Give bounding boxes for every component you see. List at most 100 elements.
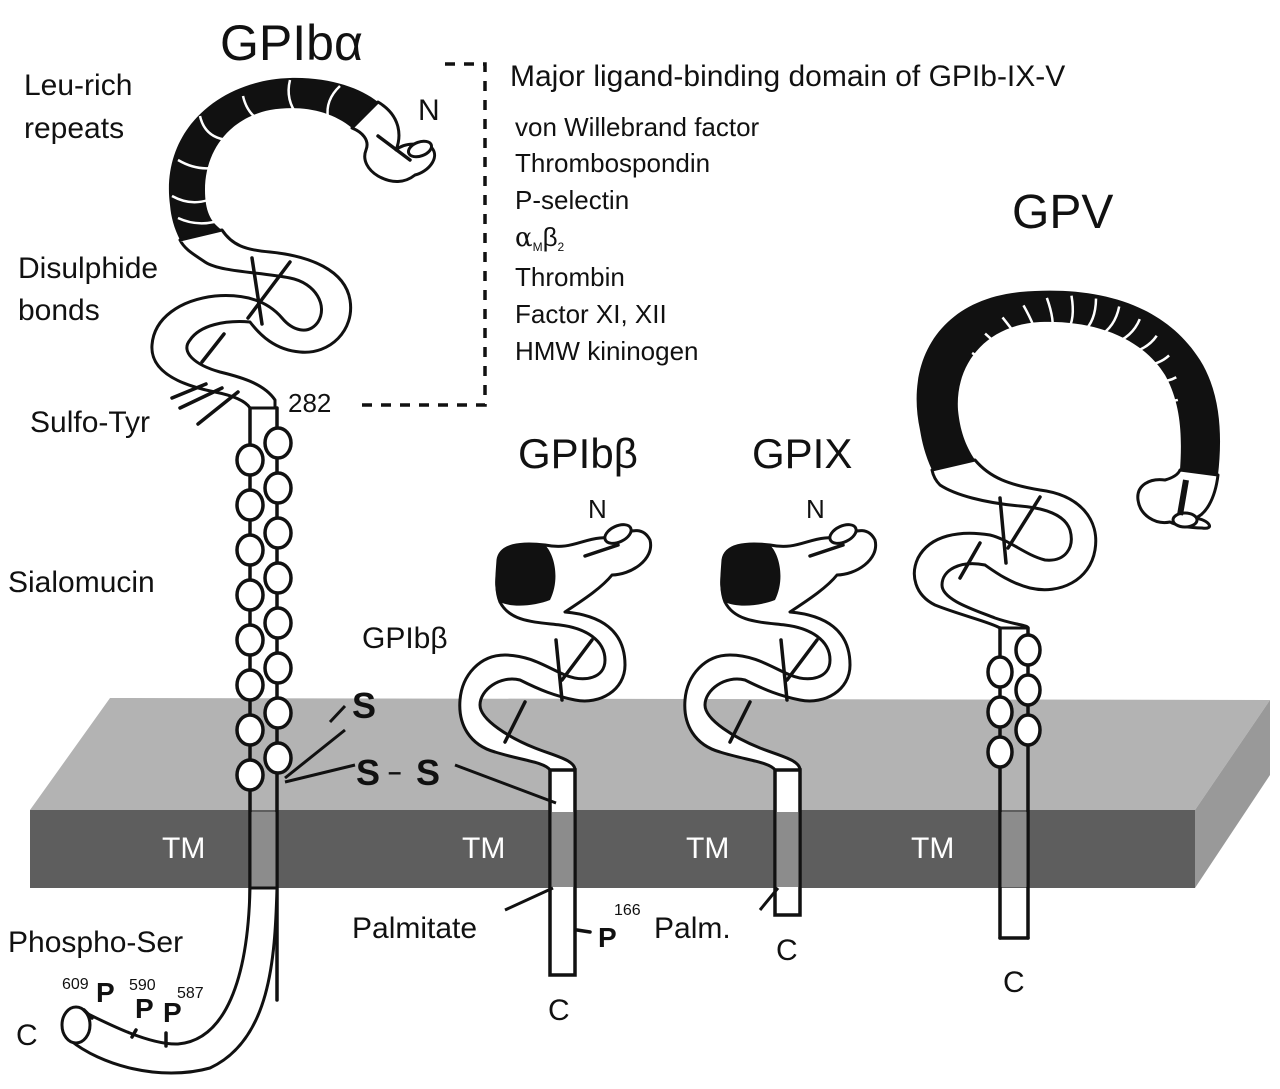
- gpix: [683, 523, 878, 917]
- sialomucin-bead: [235, 443, 265, 477]
- mucin-bead: [986, 735, 1014, 769]
- disulphide-s-s-left: S: [356, 752, 380, 793]
- sialomucin-bead: [235, 488, 265, 522]
- membrane: [30, 698, 1270, 888]
- gpib-beta-phospho-p: P: [598, 922, 617, 953]
- sialomucin-bead: [235, 758, 265, 792]
- gpib-alpha-title: GPIbα: [220, 15, 363, 71]
- phospho-site-609-p: P: [96, 977, 115, 1008]
- leu-rich-repeat-line: [984, 332, 1014, 359]
- sialomucin-bead: [263, 516, 293, 550]
- mucin-bead: [1014, 633, 1042, 667]
- gpib-beta-tm-segment: [551, 812, 574, 887]
- gpv-title: GPV: [1012, 186, 1113, 239]
- gpv-leu-rich-repeats: [916, 290, 1221, 475]
- sialomucin-bead: [235, 533, 265, 567]
- disulphide-label-line2: bonds: [18, 294, 100, 327]
- sialomucin-bead: [235, 623, 265, 657]
- phospho-ser-label: Phospho-Ser: [8, 926, 183, 959]
- gpib-beta-n-label: N: [588, 494, 607, 524]
- leu-rich-repeat-line: [1001, 316, 1025, 348]
- leu-rich-repeat-line: [1139, 393, 1179, 403]
- ligand-item: HMW kininogen: [515, 336, 699, 366]
- phospho-site-590-residue: 590: [129, 977, 156, 994]
- integrin-alpha-sub: M: [533, 240, 543, 254]
- gpib-alpha-leu-rich-repeats: [168, 77, 378, 241]
- integrin-alpha: α: [515, 223, 533, 253]
- gpib-alpha-sialomucin-beads: [235, 426, 293, 792]
- palmitate-label: Palmitate: [352, 912, 477, 945]
- sialomucin-label: Sialomucin: [8, 566, 155, 599]
- sialomucin-bead: [263, 426, 293, 460]
- phospho-site-609-residue: 609: [62, 976, 89, 993]
- residue-282-label: 282: [288, 388, 331, 418]
- gpib-beta: [458, 523, 653, 977]
- leu-rich-label-line1: Leu-rich: [24, 69, 132, 102]
- disulphide-s-s-dash: –: [388, 759, 401, 786]
- integrin-beta-sub: 2: [558, 240, 565, 254]
- sialomucin-bead: [235, 668, 265, 702]
- sialomucin-bead: [235, 578, 265, 612]
- leu-rich-repeat-line: [1066, 295, 1075, 332]
- ligand-item-integrin: αMβ2: [515, 222, 565, 254]
- gpix-c-label: C: [776, 934, 798, 967]
- gpib-beta-tm-label: TM: [462, 832, 505, 865]
- membrane-top-face: [30, 698, 1270, 810]
- gpv-repeat-lines: [963, 295, 1179, 403]
- disulphide-s-s-right: S: [416, 752, 440, 793]
- sulfo-tyr-label: Sulfo-Tyr: [30, 406, 150, 439]
- gpib-alpha-n-label: N: [418, 94, 440, 127]
- palm-short-label: Palm.: [654, 912, 731, 945]
- connector-lines: [284, 704, 780, 912]
- ligand-item: P-selectin: [515, 185, 629, 215]
- sialomucin-bead: [263, 696, 293, 730]
- phospho-site-587-p: P: [163, 997, 182, 1028]
- ligand-item: Factor XI, XII: [515, 299, 667, 329]
- leu-rich-repeat-line: [1098, 306, 1121, 338]
- leu-rich-repeat-line: [1137, 376, 1177, 384]
- gpib-beta-phospho-residue: 166: [614, 902, 641, 919]
- gpv-tm-segment: [1001, 812, 1027, 887]
- mucin-bead: [1014, 673, 1042, 707]
- gpib-alpha-tm-segment: [251, 812, 276, 887]
- phospho-site-587-residue: 587: [177, 985, 204, 1002]
- gpib-alpha-repeat-lines: [171, 79, 341, 225]
- ligand-box-heading: Major ligand-binding domain of GPIb-IX-V: [510, 60, 1065, 93]
- gpib-alpha-c-label: C: [16, 1019, 38, 1052]
- sialomucin-bead: [263, 741, 293, 775]
- gpix-tm-segment: [776, 812, 799, 887]
- disulphide-s-label: S: [352, 685, 376, 726]
- mucin-bead: [1014, 713, 1042, 747]
- phospho-site-590-p: P: [135, 993, 154, 1024]
- sialomucin-bead: [263, 561, 293, 595]
- gpv-mucin-beads: [986, 633, 1042, 769]
- ligand-item: Thrombospondin: [515, 148, 710, 178]
- gpv-c-label: C: [1003, 966, 1025, 999]
- gpix-title: GPIX: [752, 430, 852, 477]
- ligand-domain-bracket: [355, 62, 487, 407]
- gpib-alpha: [60, 77, 437, 1075]
- gpib-alpha-flanking-region: [150, 228, 353, 410]
- mucin-bead: [986, 655, 1014, 689]
- gpix-n-label: N: [806, 494, 825, 524]
- leu-rich-repeat-line: [1112, 318, 1141, 346]
- gpix-leu-rich-domain: [720, 543, 781, 606]
- gpv-tm-label: TM: [911, 832, 954, 865]
- ligand-item: Thrombin: [515, 262, 625, 292]
- ligand-item: von Willebrand factor: [515, 112, 760, 142]
- sialomucin-bead: [263, 471, 293, 505]
- gpix-tm-label: TM: [686, 832, 729, 865]
- leu-rich-label-line2: repeats: [24, 112, 124, 145]
- leu-rich-repeat-line: [1022, 304, 1038, 339]
- leu-rich-repeat-line: [1045, 297, 1054, 334]
- disulphide-label-line1: Disulphide: [18, 252, 158, 285]
- gpib-alpha-tm-label: TM: [162, 832, 205, 865]
- gpv: [912, 290, 1221, 940]
- gpib-beta-link-label: GPIbβ: [362, 622, 448, 655]
- leu-rich-repeat-line: [971, 351, 1006, 372]
- leu-rich-repeat-line: [1082, 298, 1098, 333]
- sialomucin-bead: [263, 606, 293, 640]
- gpib-beta-leu-rich-domain: [495, 543, 556, 606]
- membrane-side-face: [1195, 700, 1270, 888]
